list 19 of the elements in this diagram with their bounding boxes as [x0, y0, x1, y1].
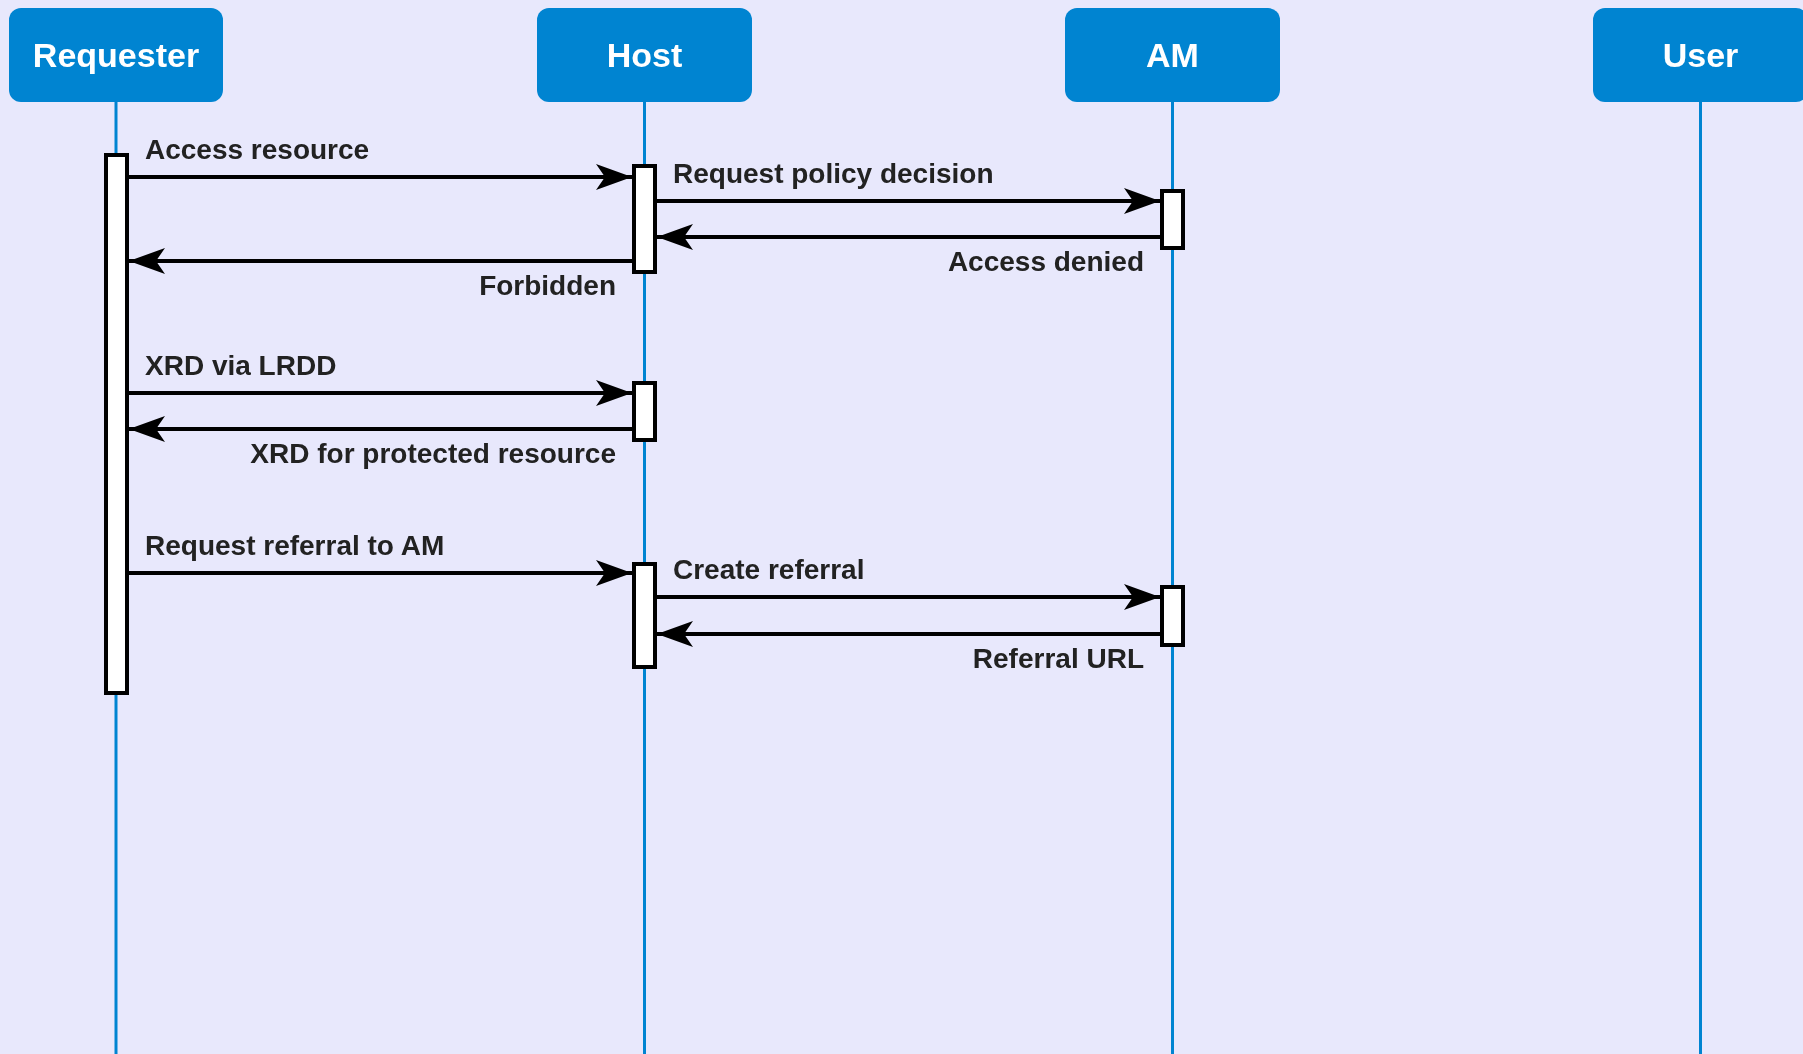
- message-arrow: [657, 584, 1160, 610]
- participant-box: Requester: [9, 8, 223, 102]
- activation-bar: [632, 381, 657, 442]
- message-arrow: [129, 380, 632, 406]
- message-arrow: [657, 188, 1160, 214]
- message-arrow: [129, 164, 632, 190]
- activation-bar: [632, 562, 657, 669]
- activation-bar: [1160, 585, 1185, 647]
- message-arrow: [657, 621, 1160, 647]
- message-arrow: [129, 248, 632, 274]
- participant-box: AM: [1065, 8, 1280, 102]
- participant-box: Host: [537, 8, 752, 102]
- activation-bar: [1160, 189, 1185, 250]
- message-arrow: [657, 224, 1160, 250]
- participant-box: User: [1593, 8, 1803, 102]
- message-arrow: [129, 416, 632, 442]
- activation-bar: [632, 164, 657, 274]
- activation-bar: [104, 153, 129, 695]
- message-arrow: [129, 560, 632, 586]
